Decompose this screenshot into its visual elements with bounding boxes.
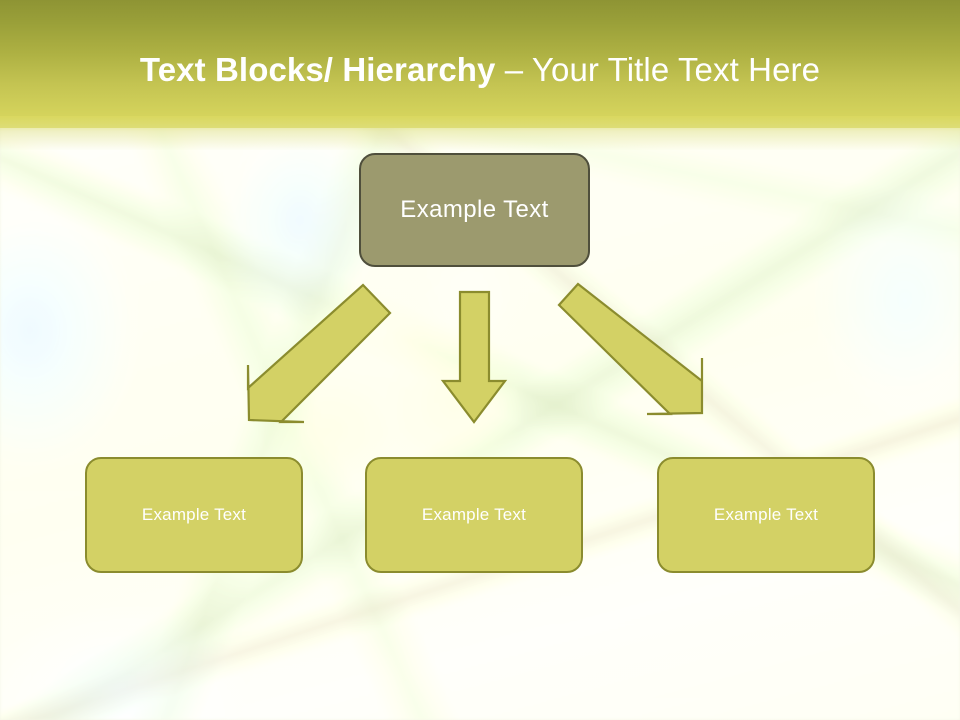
slide-title-rest: – Your Title Text Here bbox=[504, 51, 821, 88]
node-child-2[interactable]: Example Text bbox=[365, 457, 583, 573]
node-child-2-label: Example Text bbox=[421, 505, 527, 524]
title-bar-fade bbox=[0, 116, 960, 150]
node-parent-label: Example Text bbox=[400, 196, 549, 223]
slide-title-bold: Text Blocks/ Hierarchy bbox=[139, 51, 505, 88]
node-child-1[interactable]: Example Text bbox=[85, 457, 303, 573]
node-child-1-label: Example Text bbox=[141, 505, 247, 524]
node-parent[interactable]: Example Text bbox=[359, 153, 590, 267]
slide-title: Text Blocks/ Hierarchy – Your Title Text… bbox=[0, 50, 960, 90]
node-child-3-label: Example Text bbox=[713, 505, 819, 524]
title-bar bbox=[0, 0, 960, 128]
node-child-3[interactable]: Example Text bbox=[657, 457, 875, 573]
